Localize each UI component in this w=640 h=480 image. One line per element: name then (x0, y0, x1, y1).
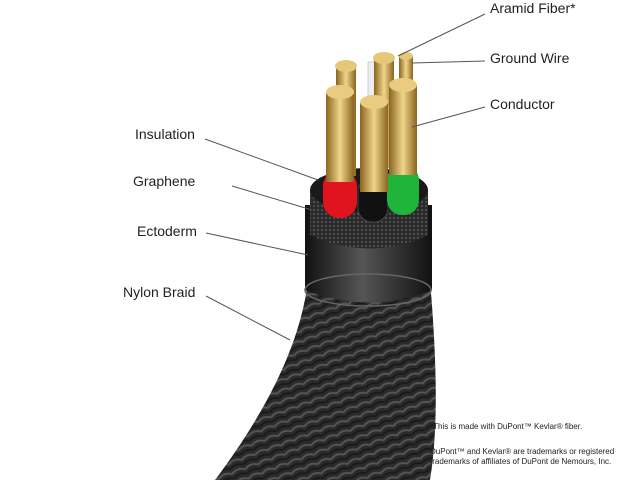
ectoderm-rim (304, 273, 432, 307)
label-ground-wire: Ground Wire (490, 50, 570, 66)
green-insulation (387, 165, 419, 215)
label-insulation: Insulation (135, 126, 195, 142)
label-conductor: Conductor (490, 96, 555, 112)
conductor-black (360, 102, 388, 192)
conductor-red (326, 92, 354, 182)
conductor-green-end (389, 78, 417, 92)
leader-conductor (411, 106, 486, 128)
leader-graphene (231, 185, 313, 211)
conductor-black-end (360, 95, 388, 109)
label-aramid-fiber: Aramid Fiber* (490, 0, 576, 16)
leader-lines (204, 13, 486, 341)
footnote-trademark-2: trademarks of affiliates of DuPont de Ne… (430, 457, 612, 466)
conductor-red-end (326, 85, 354, 99)
leader-insulation (204, 138, 319, 181)
label-nylon-braid: Nylon Braid (123, 284, 196, 300)
footnote-kevlar: *This is made with DuPont™ Kevlar® fiber… (430, 422, 583, 431)
label-ectoderm: Ectoderm (137, 223, 197, 239)
back-conductor-right-end (373, 52, 395, 64)
leader-ground (411, 60, 486, 64)
leader-nylon (205, 295, 291, 341)
conductor-green (389, 85, 417, 175)
nylon-braid (215, 280, 436, 480)
leader-ectoderm (205, 232, 309, 256)
back-conductor-left-end (335, 60, 357, 72)
ground-wire-end (399, 52, 413, 60)
label-graphene: Graphene (133, 173, 196, 189)
leader-aramid (397, 13, 486, 57)
footnote-trademark-1: DuPont™ and Kevlar® are trademarks or re… (430, 447, 615, 456)
